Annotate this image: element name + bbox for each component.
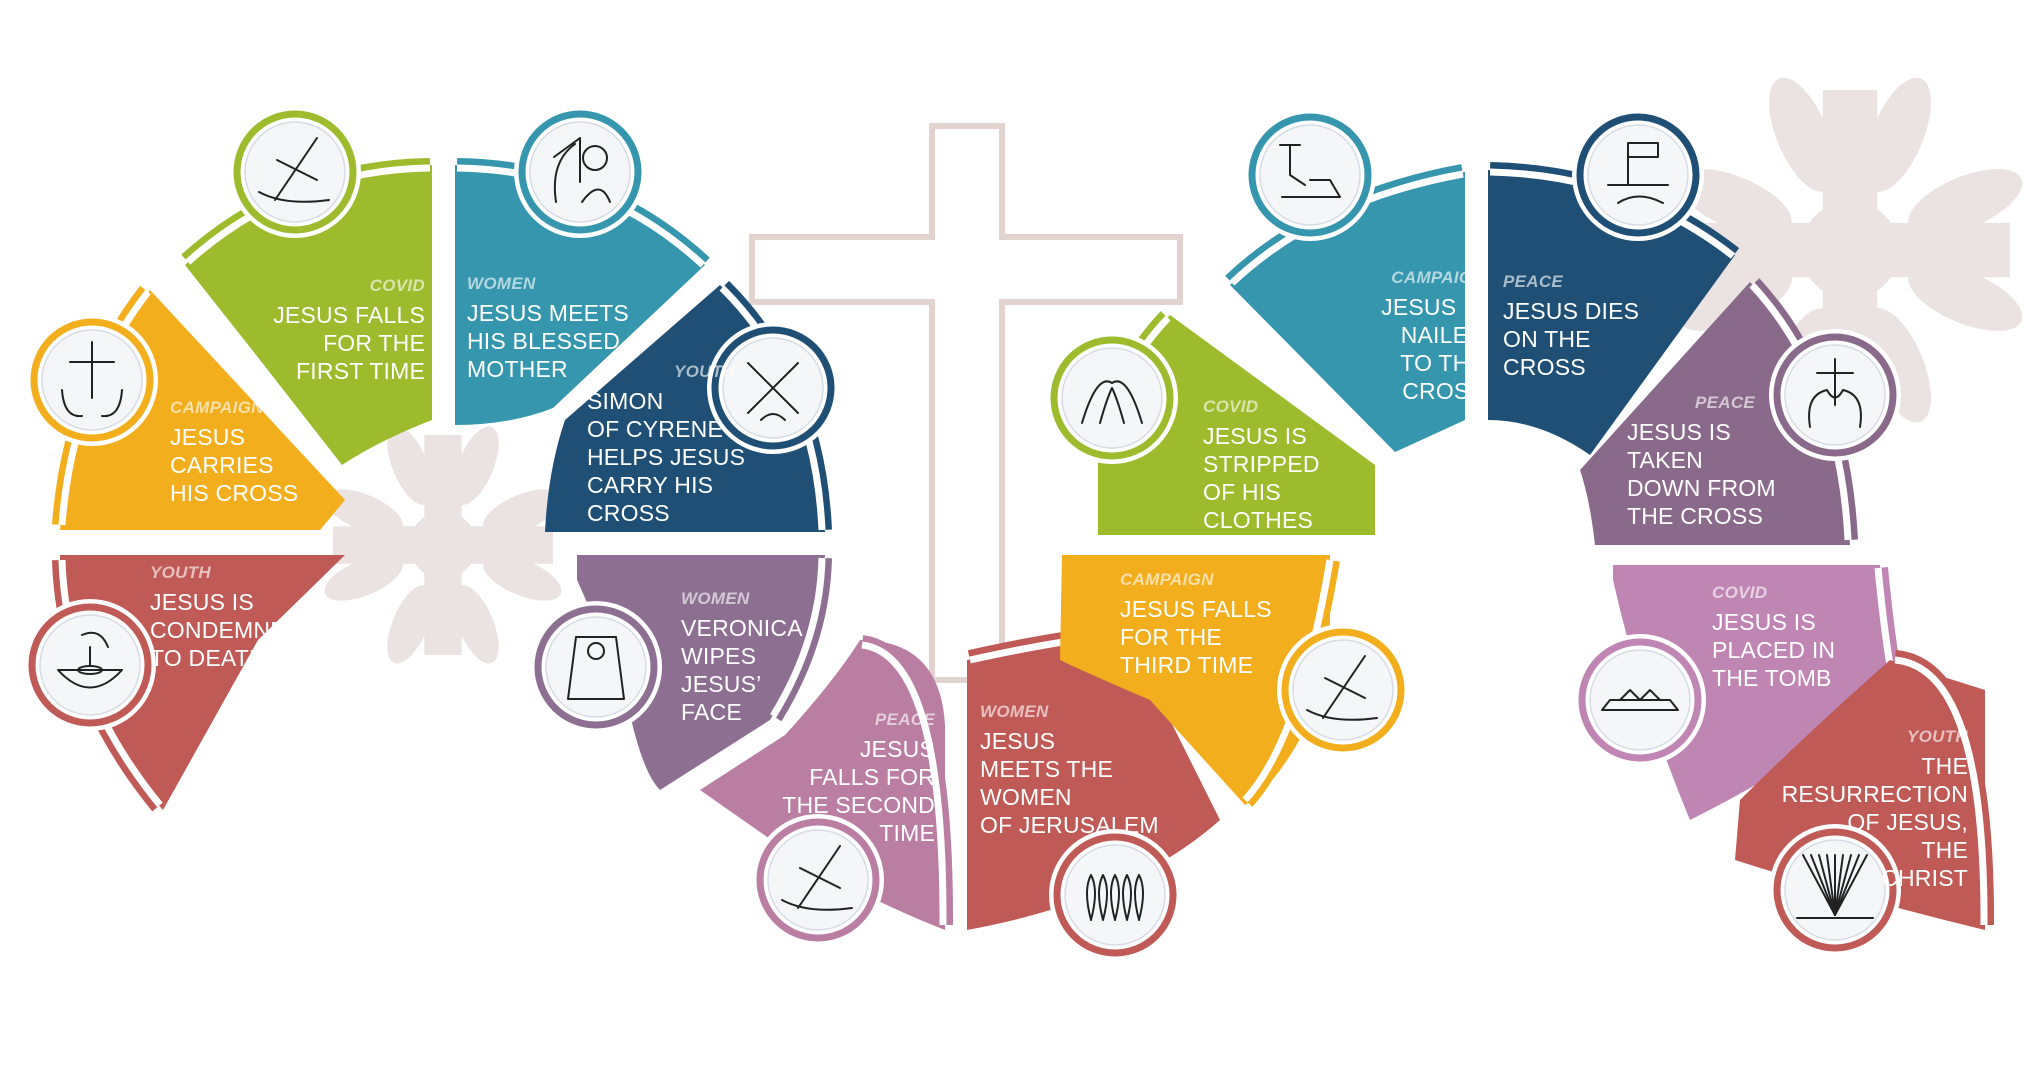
- station-7-label: PEACE JESUS FALLS FOR THE SECOND TIME: [755, 710, 935, 847]
- falling-cross-icon: [258, 137, 330, 203]
- station-11-badge: [1244, 109, 1376, 241]
- station-12-label: PEACE JESUS DIES ON THE CROSS: [1503, 272, 1678, 381]
- station-5-label: YOUTH SIMON OF CYRENE HELPS JESUS CARRY …: [587, 362, 762, 527]
- station-6-badge: [530, 601, 662, 733]
- station-icons: [24, 106, 1901, 961]
- station-13-badge: [1769, 329, 1901, 461]
- station-12-badge: [1572, 109, 1704, 241]
- station-2-label: CAMPAIGN JESUS CARRIES HIS CROSS: [170, 398, 350, 507]
- station-15-badge: [1769, 824, 1901, 956]
- station-10-tag: COVID: [1203, 397, 1259, 416]
- station-1-label: YOUTH JESUS IS CONDEMNED TO DEATH: [150, 563, 350, 672]
- station-10-badge: [1046, 332, 1178, 464]
- station-9-title: JESUS FALLS FOR THE THIRD TIME: [1120, 595, 1272, 678]
- station-5-title: SIMON OF CYRENE HELPS JESUS CARRY HIS CR…: [587, 387, 746, 526]
- mother-embrace-icon: [553, 137, 611, 203]
- station-13-title: JESUS IS TAKEN DOWN FROM THE CROSS: [1627, 418, 1776, 529]
- station-14-title: JESUS IS PLACED IN THE TOMB: [1712, 608, 1836, 691]
- station-7-badge: [752, 814, 884, 946]
- station-5-badge: [707, 322, 839, 454]
- station-5-tag: YOUTH: [674, 362, 735, 381]
- station-6-segment: [577, 555, 832, 790]
- station-2-badge: [26, 314, 158, 446]
- station-11-tag: CAMPAIGN: [1391, 268, 1485, 287]
- third-fall-icon: [1306, 655, 1378, 721]
- station-15-tag: YOUTH: [1907, 727, 1968, 746]
- tomb-icon: [1601, 689, 1679, 711]
- station-12-title: JESUS DIES ON THE CROSS: [1503, 297, 1640, 380]
- station-3-tag: COVID: [369, 276, 425, 295]
- station-10-label: COVID JESUS IS STRIPPED OF HIS CLOTHES: [1203, 397, 1363, 534]
- station-8-badge: [1049, 829, 1181, 961]
- station-6-label: WOMEN VERONICA WIPES JESUS’ FACE: [681, 589, 841, 726]
- descent-cross-icon: [1808, 358, 1862, 428]
- station-2-tag: CAMPAIGN: [170, 398, 264, 417]
- station-13-label: PEACE JESUS IS TAKEN DOWN FROM THE CROSS: [1627, 393, 1807, 530]
- station-7-title: JESUS FALLS FOR THE SECOND TIME: [782, 735, 935, 846]
- risen-light-icon: [1796, 854, 1874, 919]
- hammer-nail-icon: [1279, 144, 1341, 198]
- station-1-tag: YOUTH: [150, 563, 211, 582]
- station-9-badge: [1277, 624, 1409, 756]
- weeping-women-icon: [1086, 874, 1144, 921]
- station-3-title: JESUS FALLS FOR THE FIRST TIME: [273, 301, 425, 384]
- station-segments: [52, 158, 1995, 930]
- fallen-cross-icon: [781, 845, 853, 911]
- station-8-title: JESUS MEETS THE WOMEN OF JERUSALEM: [980, 727, 1159, 838]
- stripped-garment-icon: [1081, 380, 1143, 424]
- station-14-badge: [1574, 634, 1706, 766]
- water-basin-hands-icon: [57, 631, 123, 689]
- right-caritas-watermark: [1677, 77, 2023, 423]
- background-watermarks: [324, 77, 2023, 683]
- shared-cross-icon: [747, 362, 799, 421]
- station-4-badge: [514, 106, 646, 238]
- station-11-title: JESUS IS NAILED TO THE CROSS: [1381, 293, 1485, 404]
- station-11-label: CAMPAIGN JESUS IS NAILED TO THE CROSS: [1310, 268, 1485, 405]
- station-2-title: JESUS CARRIES HIS CROSS: [170, 423, 299, 506]
- station-3-badge: [229, 106, 361, 238]
- station-1-title: JESUS IS CONDEMNED TO DEATH: [150, 588, 303, 671]
- station-7-tag: PEACE: [874, 710, 935, 729]
- station-8-tag: WOMEN: [980, 702, 1049, 721]
- cross-on-hands-icon: [61, 341, 123, 418]
- station-10-title: JESUS IS STRIPPED OF HIS CLOTHES: [1203, 422, 1320, 533]
- station-8-label: WOMEN JESUS MEETS THE WOMEN OF JERUSALEM: [980, 702, 1180, 839]
- station-13-tag: PEACE: [1695, 393, 1756, 412]
- station-4-tag: WOMEN: [467, 274, 536, 293]
- left-caritas-watermark: [324, 426, 562, 664]
- station-4-title: JESUS MEETS HIS BLESSED MOTHER: [467, 299, 629, 382]
- station-3-label: COVID JESUS FALLS FOR THE FIRST TIME: [240, 276, 425, 385]
- station-7-segment: [700, 635, 954, 930]
- station-6-title: VERONICA WIPES JESUS’ FACE: [681, 614, 803, 725]
- veil-cloth-icon: [567, 636, 625, 700]
- station-12-tag: PEACE: [1503, 272, 1564, 291]
- station-15-label: YOUTH THE RESURRECTION OF JESUS, THE CHR…: [1780, 727, 1968, 892]
- station-6-tag: WOMEN: [681, 589, 750, 608]
- station-15-title: THE RESURRECTION OF JESUS, THE CHRIST: [1781, 752, 1968, 891]
- station-4-label: WOMEN JESUS MEETS HIS BLESSED MOTHER: [467, 274, 657, 383]
- inri-sign-icon: [1607, 142, 1669, 204]
- station-14-tag: COVID: [1712, 583, 1768, 602]
- station-9-tag: CAMPAIGN: [1120, 570, 1214, 589]
- station-1-badge: [24, 599, 156, 731]
- station-14-label: COVID JESUS IS PLACED IN THE TOMB: [1712, 583, 1872, 692]
- station-9-label: CAMPAIGN JESUS FALLS FOR THE THIRD TIME: [1120, 570, 1310, 679]
